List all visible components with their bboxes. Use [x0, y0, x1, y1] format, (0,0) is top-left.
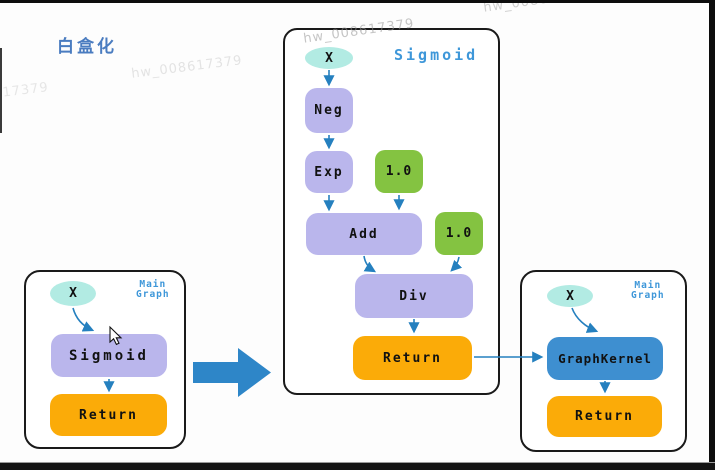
letterbox-right-bar	[709, 0, 715, 470]
watermark-partial-left: 8617379	[0, 80, 50, 103]
sigmoid-subgraph-title: Sigmoid	[394, 46, 479, 64]
node-const-1.0: 1.0	[375, 150, 423, 193]
letterbox-top-bar	[0, 0, 715, 3]
node-return: Return	[547, 396, 662, 437]
node-sigmoid-op: Sigmoid	[51, 334, 167, 377]
node-input-x: X	[50, 281, 96, 306]
label-line: Main	[634, 280, 662, 291]
node-graphkernel-op: GraphKernel	[547, 337, 663, 380]
main-graph-after-label: Main Graph	[631, 281, 665, 300]
page-title: 白盒化	[57, 37, 117, 57]
label-line: Graph	[631, 289, 665, 301]
main-graph-before-label: Main Graph	[136, 280, 170, 299]
node-div-op: Div	[355, 274, 473, 318]
node-exp-op: Exp	[305, 151, 353, 193]
node-neg-op: Neg	[305, 88, 353, 133]
node-return: Return	[50, 394, 167, 436]
label-line: Main	[139, 279, 167, 290]
watermark: hw_008617379	[130, 53, 244, 82]
node-const-1.0: 1.0	[435, 212, 483, 255]
node-input-x: X	[305, 47, 353, 69]
big-transform-arrow	[193, 348, 271, 397]
node-return: Return	[353, 336, 472, 380]
node-add-op: Add	[306, 213, 422, 255]
node-input-x: X	[547, 285, 593, 307]
letterbox-bottom-bar	[0, 462, 715, 470]
label-line: Graph	[136, 288, 170, 300]
letterbox-left-edge	[0, 48, 2, 133]
